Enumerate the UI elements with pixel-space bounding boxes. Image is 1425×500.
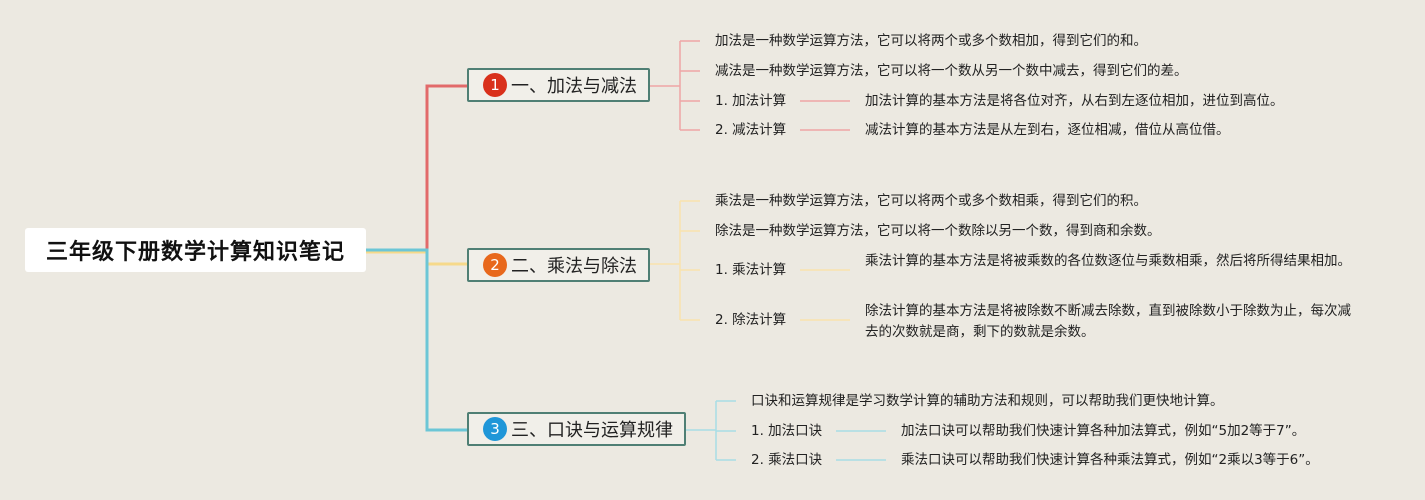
branch-addition-subtraction[interactable]: 1 一、加法与减法 xyxy=(467,68,650,102)
sub-multiplication-calc-label: 1. 乘法计算 xyxy=(715,262,787,278)
sub-addition-rhyme-detail: 加法口诀可以帮助我们快速计算各种加法算式，例如“5加2等于7”。 xyxy=(901,423,1306,439)
link-branch-2-subs xyxy=(800,269,850,321)
sub-subtraction-calc-detail: 减法计算的基本方法是从左到右，逐位相减，借位从高位借。 xyxy=(865,122,1230,138)
note-subtraction-definition: 减法是一种数学运算方法，它可以将一个数从另一个数中减去，得到它们的差。 xyxy=(715,63,1188,79)
number-badge-icon: 2 xyxy=(483,253,507,277)
sub-division-calc-label: 2. 除法计算 xyxy=(715,312,787,328)
link-branch-1-subs xyxy=(800,100,850,131)
sub-division-calc-detail: 除法计算的基本方法是将被除数不断减去除数，直到被除数小于除数为止，每次减去的次数… xyxy=(865,303,1351,340)
link-root-branch-1 xyxy=(366,84,467,252)
link-branch-3-subs xyxy=(836,430,886,461)
number-badge-icon: 3 xyxy=(483,417,507,441)
note-multiplication-definition: 乘法是一种数学运算方法，它可以将两个或多个数相乘，得到它们的积。 xyxy=(715,193,1147,209)
sub-addition-calc-label: 1. 加法计算 xyxy=(715,93,787,109)
link-root-branch-2 xyxy=(366,250,467,266)
branch-label: 二、乘法与除法 xyxy=(511,256,637,277)
root-title: 三年级下册数学计算知识笔记 xyxy=(45,240,345,265)
number-badge-icon: 1 xyxy=(483,73,507,97)
link-branch-3-items xyxy=(686,400,736,461)
note-rhymes-definition: 口诀和运算规律是学习数学计算的辅助方法和规则，可以帮助我们更快地计算。 xyxy=(751,393,1224,409)
sub-addition-rhyme-label: 1. 加法口诀 xyxy=(751,423,823,439)
branch-label: 三、口诀与运算规律 xyxy=(511,420,673,441)
sub-multiplication-calc-detail: 乘法计算的基本方法是将被乘数的各位数逐位与乘数相乘，然后将所得结果相加。 xyxy=(865,253,1351,269)
branch-multiplication-division[interactable]: 2 二、乘法与除法 xyxy=(467,248,650,282)
branch-label: 一、加法与减法 xyxy=(511,76,637,97)
sub-addition-calc-detail: 加法计算的基本方法是将各位对齐，从右到左逐位相加，进位到高位。 xyxy=(865,93,1284,109)
link-root-branch-3 xyxy=(366,248,467,432)
sub-subtraction-calc-label: 2. 减法计算 xyxy=(715,122,787,138)
note-division-definition: 除法是一种数学运算方法，它可以将一个数除以另一个数，得到商和余数。 xyxy=(715,223,1161,239)
link-branch-2-items xyxy=(650,200,700,321)
sub-multiplication-rhyme-detail: 乘法口诀可以帮助我们快速计算各种乘法算式，例如“2乘以3等于6”。 xyxy=(901,452,1319,468)
root-topic[interactable]: 三年级下册数学计算知识笔记 xyxy=(25,228,366,272)
link-branch-1-items xyxy=(650,40,700,131)
sub-multiplication-rhyme-label: 2. 乘法口诀 xyxy=(751,452,823,468)
note-addition-definition: 加法是一种数学运算方法，它可以将两个或多个数相加，得到它们的和。 xyxy=(715,33,1147,49)
branch-rhymes-rules[interactable]: 3 三、口诀与运算规律 xyxy=(467,412,686,446)
